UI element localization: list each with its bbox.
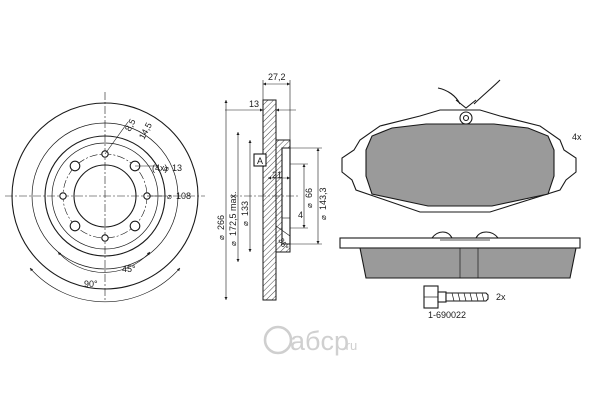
label-bolt-part: 1-690022 [428, 310, 466, 320]
label-angle-90: 90° [84, 279, 98, 289]
bolt-thread [451, 292, 485, 302]
label-datum: A [257, 156, 263, 166]
abcp-watermark: aбcp .ru [263, 325, 357, 356]
pad-side-backing [339, 237, 581, 249]
label-pad-qty: 4x [572, 132, 582, 142]
label-hat: 13 [249, 99, 259, 109]
datum-box [253, 153, 267, 167]
guide-bolt: 2x 1-690022 [423, 285, 506, 320]
label-dia-hat: 143,3 [318, 187, 328, 210]
label-hole-small: 8,5 [123, 117, 138, 133]
spring-clip-right [473, 79, 501, 105]
bolt-hole [69, 160, 81, 172]
leader-hole [104, 121, 129, 155]
angle-arc-45 [57, 251, 151, 273]
watermark-suffix: .ru [342, 338, 357, 353]
disc-section-view: 27,2 13 266 ⌀ 172,5 max. ⌀ 133 ⌀ 66 ⌀ 14… [216, 72, 328, 301]
label-offset: 21 [272, 170, 282, 180]
small-hole [101, 234, 109, 242]
bolt-collar [437, 291, 447, 303]
watermark-logo-ring [263, 325, 293, 355]
wear-sensor-hole [462, 114, 470, 122]
friction-ring-section [262, 99, 277, 301]
diameter-symbol: ⌀ [229, 241, 238, 246]
brake-pad-side-view [339, 231, 581, 279]
bolt-hole [129, 220, 141, 232]
label-bolt-qty: 2x [496, 292, 506, 302]
label-bolt-dia: 13 [172, 163, 182, 173]
label-min-thickness: 4 [298, 210, 303, 220]
disc-front-view: 8,5 14,5 (4x) 13 108 45° 90° ⌀ ⌀ [5, 92, 205, 303]
watermark-text: aбcp [290, 326, 349, 356]
angle-arc-90 [29, 267, 181, 303]
bolt-hole [69, 220, 81, 232]
pad-friction-material [365, 123, 555, 207]
brake-pad-front-view: 4x [341, 79, 582, 213]
label-bolt-count: (4x) [152, 163, 168, 173]
spring-clip-center [455, 99, 477, 109]
spring-clip-left [437, 87, 461, 105]
label-dia-friction: 172,5 max. [228, 191, 238, 236]
diameter-symbol: ⌀ [164, 164, 169, 173]
label-angle-45: 45° [122, 264, 136, 274]
label-dia-outer: 266 [216, 215, 226, 230]
diameter-symbol: ⌀ [167, 192, 172, 201]
diameter-symbol: ⌀ [241, 221, 250, 226]
diameter-symbol: ⌀ [217, 235, 226, 240]
pad-side-friction [359, 247, 577, 279]
label-hole-large: 14,5 [137, 121, 154, 141]
label-pcd: 108 [176, 191, 191, 201]
pad-side-spring [431, 231, 499, 239]
diameter-symbol: ⌀ [319, 215, 328, 220]
diameter-symbol: ⌀ [305, 203, 314, 208]
bolt-holes [69, 160, 141, 232]
small-hole [59, 192, 67, 200]
label-dia-bore: 66 [304, 188, 314, 198]
chamfer-line [275, 225, 291, 237]
label-dia-hub: 133 [240, 201, 250, 216]
label-thickness: 27,2 [268, 72, 286, 82]
